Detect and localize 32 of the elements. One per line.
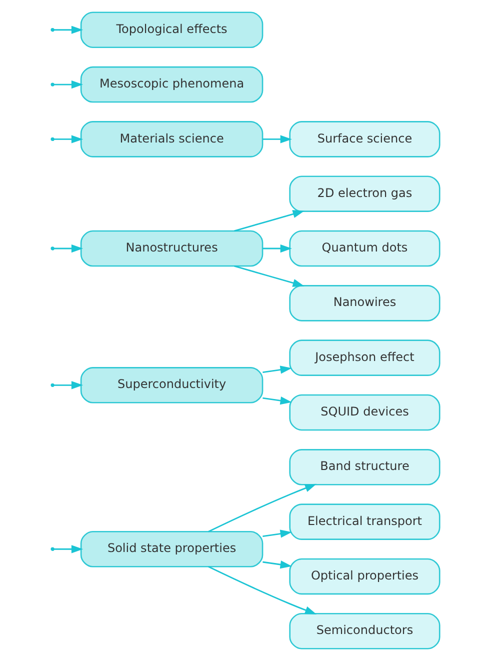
arrow <box>234 265 304 287</box>
node-box: Quantum dots <box>288 230 440 267</box>
node-box: 2D electron gas <box>288 176 440 212</box>
node-box: Surface science <box>288 121 440 158</box>
arrow <box>53 545 83 554</box>
node-box: Josephson effect <box>288 340 440 376</box>
node-box: Superconductivity <box>80 367 263 404</box>
arrow <box>53 381 83 390</box>
arrow <box>53 244 83 253</box>
node-box: Nanowires <box>288 285 440 322</box>
arrow <box>262 366 292 374</box>
arrow <box>262 135 292 144</box>
node-box: Band structure <box>288 449 440 486</box>
node-box: Topological effects <box>80 12 263 48</box>
node-box: Semiconductors <box>288 612 440 650</box>
arrow <box>53 80 83 89</box>
node-box: Mesoscopic phenomena <box>80 66 263 103</box>
arrow <box>234 210 304 232</box>
arrow <box>53 135 83 144</box>
arrow <box>262 244 292 253</box>
arrow <box>262 396 292 405</box>
arrow <box>262 560 292 569</box>
node-box: Nanostructures <box>80 230 263 267</box>
arrow <box>208 566 316 614</box>
node-box: Materials science <box>80 121 263 158</box>
node-box: Electrical transport <box>288 504 440 540</box>
node-box: Optical properties <box>288 558 440 595</box>
arrow <box>208 484 316 532</box>
node-box: Solid state properties <box>80 531 263 568</box>
node-box: SQUID devices <box>288 394 440 431</box>
arrow <box>262 530 292 538</box>
arrow <box>53 26 83 34</box>
